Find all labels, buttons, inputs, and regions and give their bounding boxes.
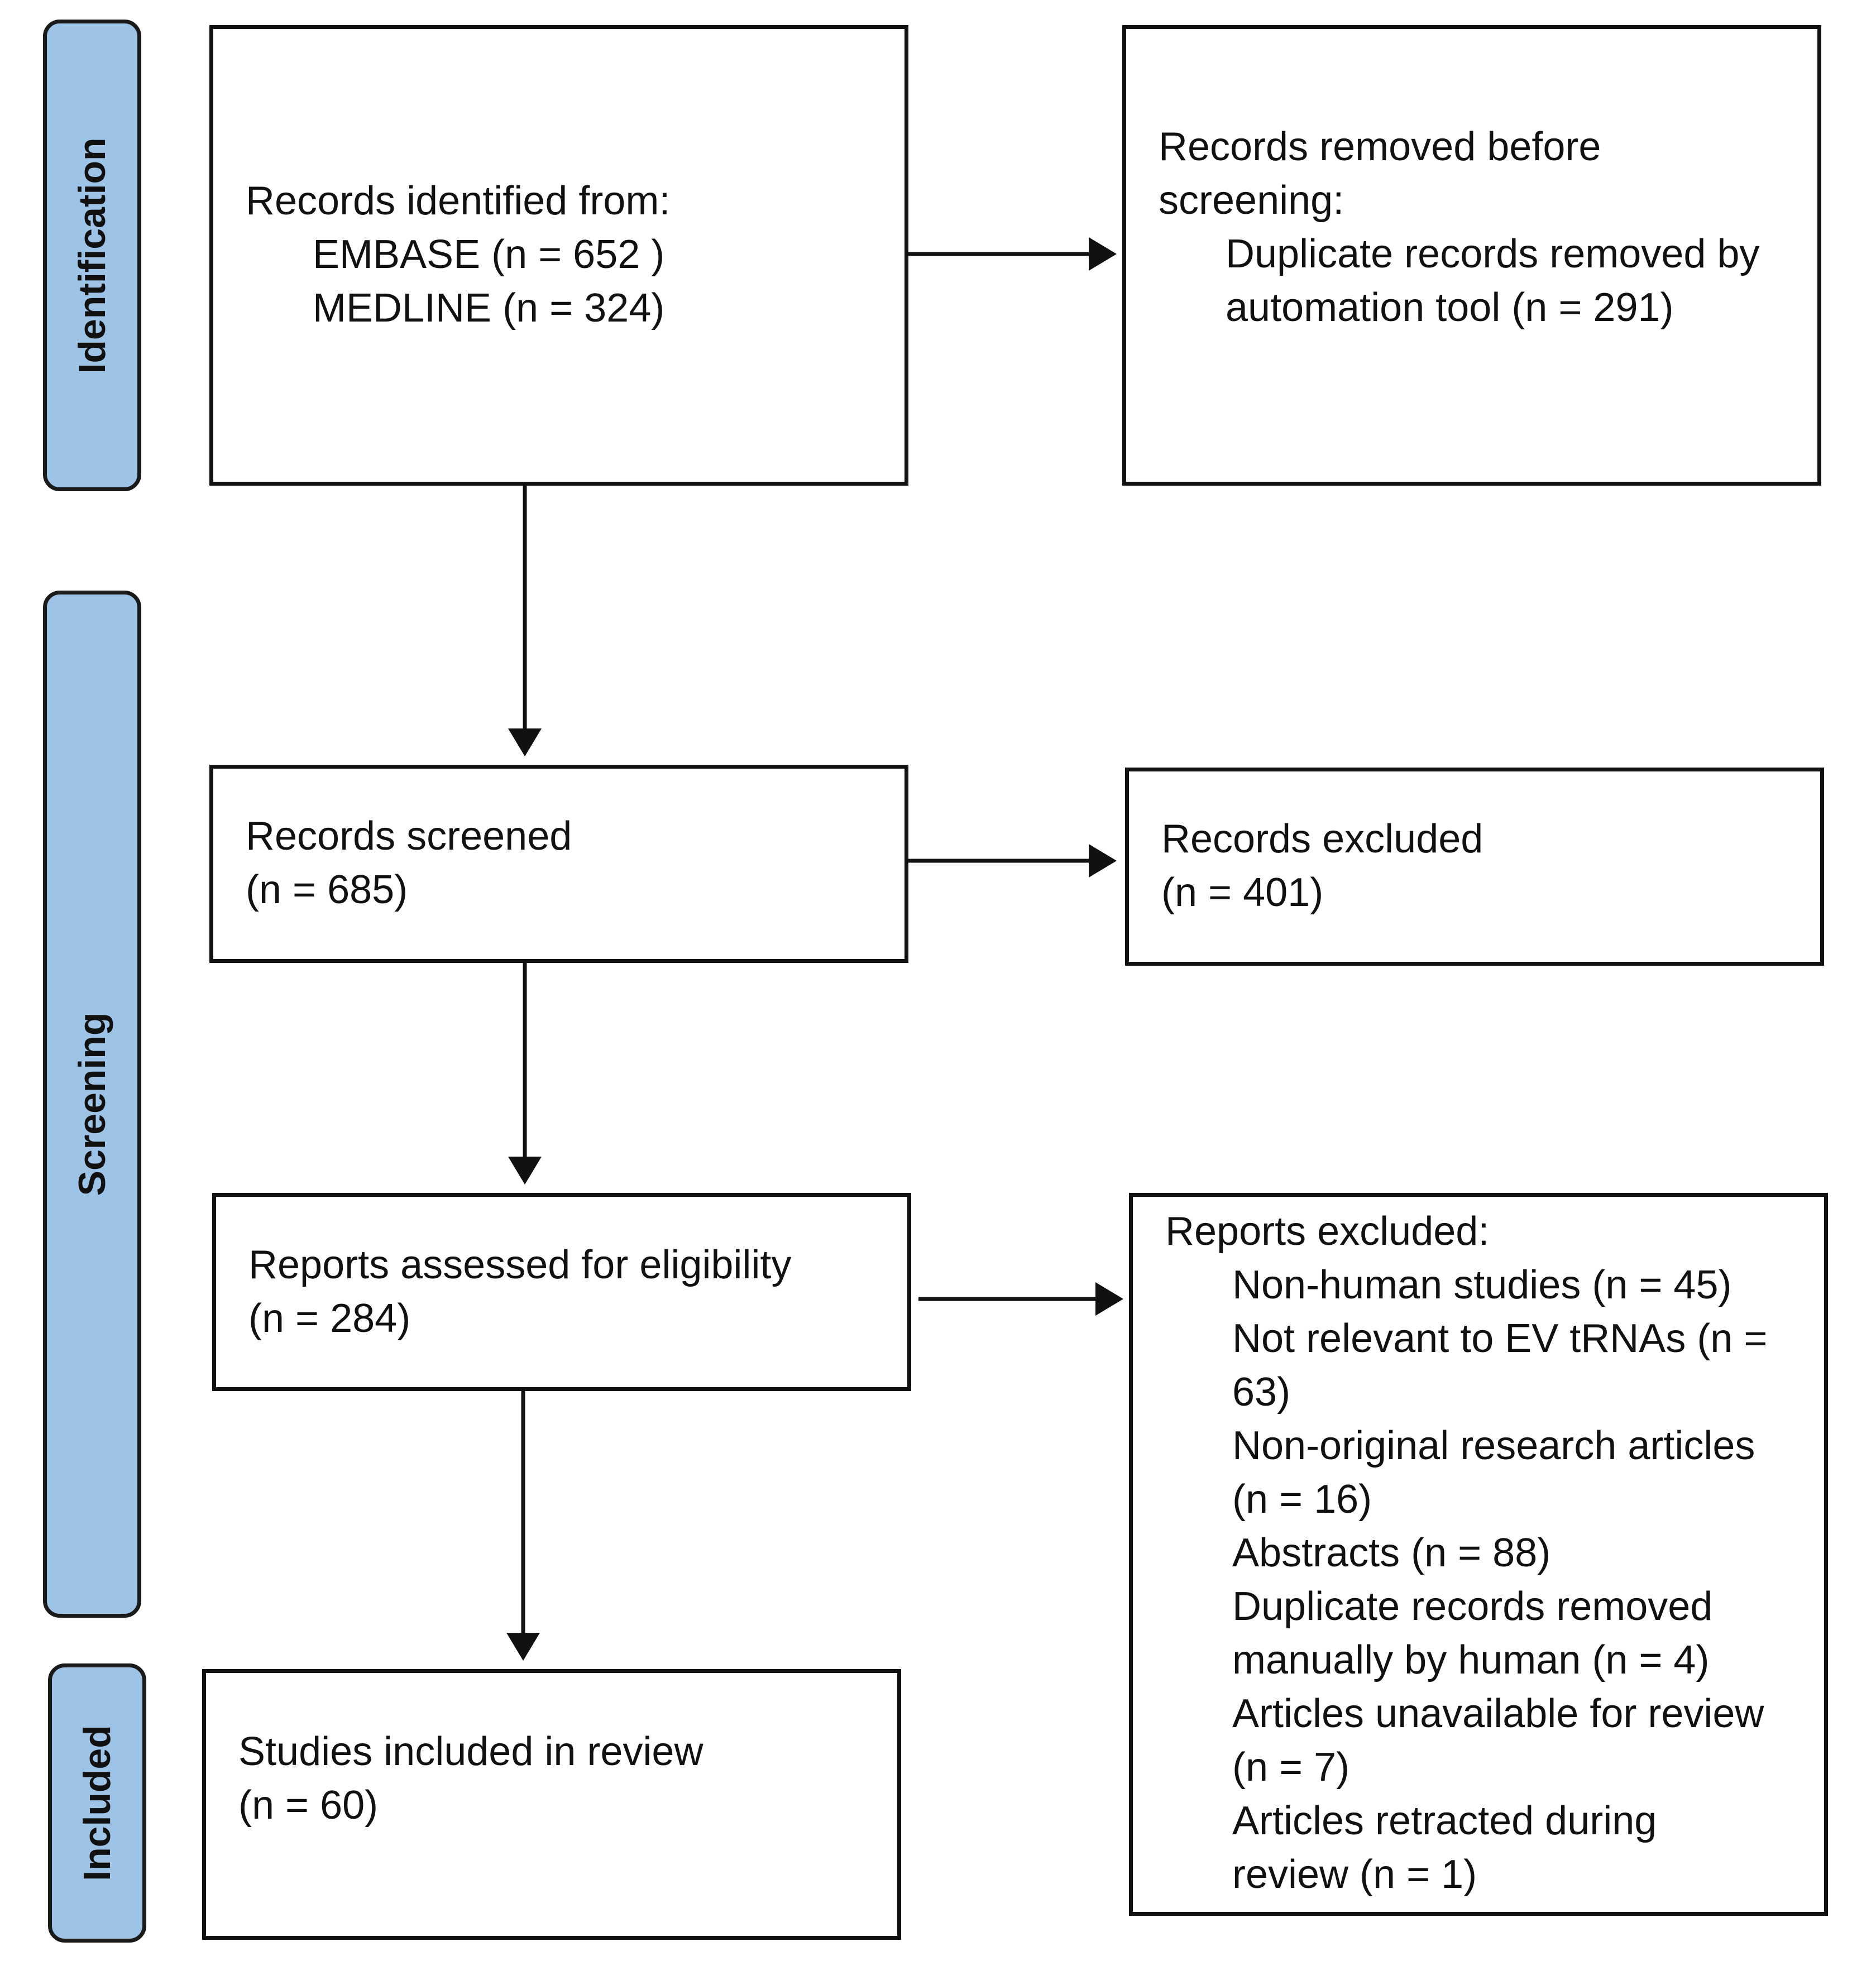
source-embase: EMBASE (n = 652 ) <box>313 232 665 277</box>
records-excluded-label: Records excluded <box>1161 817 1483 861</box>
reports-assessed-label: Reports assessed for eligibility <box>248 1243 792 1287</box>
reports-assessed-text: Reports assessed for eligibility (n = 28… <box>248 1238 791 1345</box>
records-identified-text: Records identified from: EMBASE (n = 652… <box>246 174 670 335</box>
reports-excluded-heading: Reports excluded: <box>1165 1209 1490 1254</box>
reports-excluded-item: (n = 16) <box>1232 1477 1372 1522</box>
reports-excluded-item: Articles retracted during <box>1232 1799 1657 1843</box>
studies-included-box <box>202 1669 901 1940</box>
studies-included-text: Studies included in review (n = 60) <box>238 1725 703 1832</box>
records-removed-detail-2: automation tool (n = 291) <box>1226 285 1674 330</box>
records-identified-box <box>209 25 908 486</box>
reports-excluded-item: manually by human (n = 4) <box>1232 1638 1710 1682</box>
records-excluded-count: (n = 401) <box>1161 870 1324 915</box>
records-excluded-box <box>1125 768 1824 966</box>
reports-excluded-item: Non-human studies (n = 45) <box>1232 1263 1732 1307</box>
records-screened-count: (n = 685) <box>246 867 408 912</box>
reports-excluded-item: Duplicate records removed <box>1232 1584 1713 1629</box>
arrow-screened-to-assessed <box>508 963 542 1185</box>
reports-excluded-item: Articles unavailable for review <box>1232 1691 1764 1736</box>
records-removed-text: Records removed before screening: Duplic… <box>1159 120 1759 334</box>
reports-excluded-item: Non-original research articles <box>1232 1423 1755 1468</box>
reports-excluded-item: 63) <box>1232 1370 1291 1415</box>
reports-assessed-box <box>212 1193 911 1391</box>
reports-excluded-box <box>1129 1193 1828 1916</box>
arrow-identified-to-removed <box>908 237 1117 271</box>
studies-included-count: (n = 60) <box>238 1783 379 1828</box>
phase-included: Included <box>48 1663 146 1943</box>
phase-identification: Identification <box>43 20 141 491</box>
arrow-assessed-to-reports-excluded <box>918 1282 1123 1316</box>
reports-excluded-item: review (n = 1) <box>1232 1852 1477 1897</box>
arrow-identified-to-screened <box>508 486 542 756</box>
records-screened-text: Records screened (n = 685) <box>246 809 572 917</box>
reports-excluded-item: (n = 7) <box>1232 1745 1350 1790</box>
records-removed-line-2: screening: <box>1159 178 1344 223</box>
source-medline: MEDLINE (n = 324) <box>313 286 665 330</box>
arrow-screened-to-excluded <box>908 844 1117 878</box>
reports-assessed-count: (n = 284) <box>248 1296 411 1341</box>
reports-excluded-text: Reports excluded: Non-human studies (n =… <box>1165 1205 1767 1901</box>
records-screened-box <box>209 765 908 963</box>
records-excluded-text: Records excluded (n = 401) <box>1161 812 1483 919</box>
arrow-assessed-to-included <box>506 1391 540 1661</box>
reports-excluded-item: Abstracts (n = 88) <box>1232 1531 1551 1575</box>
records-removed-detail-1: Duplicate records removed by <box>1226 232 1760 276</box>
records-identified-heading: Records identified from: <box>246 179 671 223</box>
studies-included-label: Studies included in review <box>238 1729 704 1774</box>
records-screened-label: Records screened <box>246 814 572 859</box>
records-removed-line-1: Records removed before <box>1159 124 1601 169</box>
reports-excluded-item: Not relevant to EV tRNAs (n = <box>1232 1316 1768 1361</box>
phase-screening: Screening <box>43 591 141 1618</box>
records-removed-box <box>1122 25 1821 486</box>
